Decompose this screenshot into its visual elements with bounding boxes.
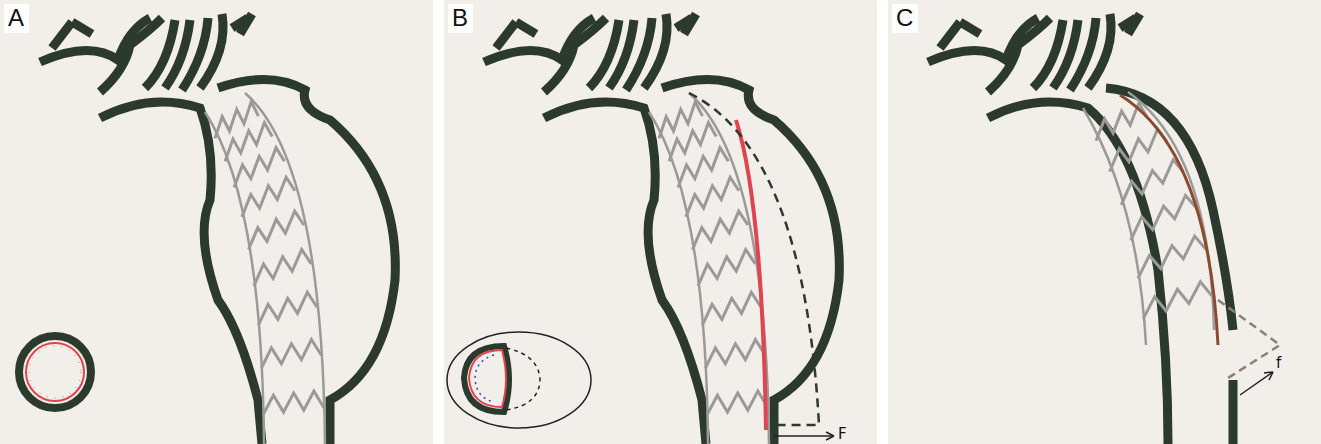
stent-strut	[1131, 195, 1197, 240]
stent-strut	[1121, 160, 1183, 205]
stent-strut	[678, 148, 728, 188]
panel-ground	[444, 0, 877, 444]
stent-edge	[1128, 92, 1214, 330]
stent-strut	[249, 211, 304, 250]
force-label: f	[1276, 356, 1281, 371]
stent-strut	[707, 391, 768, 414]
stent-strut	[698, 250, 755, 286]
panel-a	[19, 14, 395, 444]
panel-letter: A	[4, 4, 29, 33]
stent-strut	[242, 177, 295, 217]
stent-strut	[659, 102, 703, 139]
stent-strut	[215, 102, 259, 139]
stent-strut	[693, 211, 748, 250]
stent-strut	[1143, 282, 1212, 319]
stent-strut	[705, 340, 765, 369]
panel-letter: C	[892, 4, 918, 33]
panel-b	[447, 14, 839, 444]
stent-strut	[263, 391, 324, 414]
stent-strut	[225, 123, 272, 162]
stent-strut	[1110, 129, 1168, 172]
stent-edge	[205, 112, 264, 444]
stent-strut	[1138, 236, 1206, 278]
stent-strut	[702, 292, 761, 325]
stent-strut	[258, 292, 317, 325]
panel-letter: B	[448, 4, 473, 33]
stent-strut	[686, 177, 739, 217]
stent-edge	[649, 112, 708, 444]
stent-strut	[234, 148, 284, 188]
stent-strut	[254, 250, 311, 286]
force-label: F	[838, 427, 847, 442]
panel-ground	[0, 0, 433, 444]
stent-strut	[669, 123, 716, 162]
stent-strut	[261, 340, 321, 369]
panel-ground	[888, 0, 1321, 444]
panel-c	[928, 14, 1280, 444]
